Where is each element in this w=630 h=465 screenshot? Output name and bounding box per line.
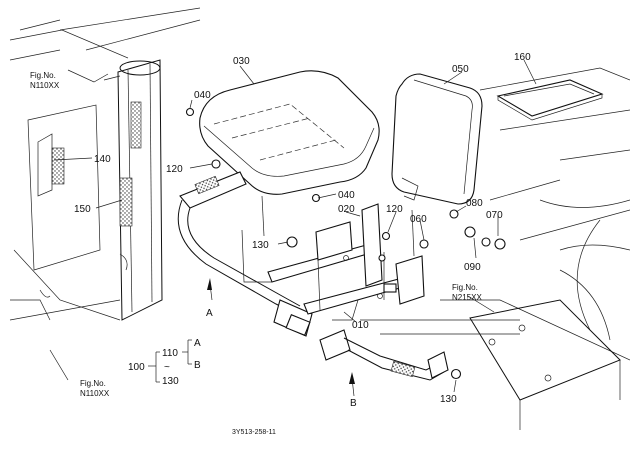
right-structure — [440, 67, 630, 430]
legend-tilde: ~ — [164, 362, 170, 373]
part-140-strip — [51, 147, 65, 185]
label-080: 080 — [466, 198, 483, 209]
part-150-strip-upper — [130, 101, 142, 149]
seatbelt-a — [177, 171, 313, 337]
label-040-mid: 040 — [338, 190, 355, 201]
fig-ref-3-line1: Fig.No. — [80, 379, 106, 388]
seat-cushion-030 — [199, 70, 380, 195]
label-130-bottom: 130 — [440, 394, 457, 405]
fig-ref-2-line1: Fig.No. — [452, 283, 478, 292]
drawing-code: 3Y513-258-11 — [232, 429, 276, 436]
leader-lines — [49, 59, 537, 397]
label-090: 090 — [464, 262, 481, 273]
label-150: 150 — [74, 204, 91, 215]
manual-160 — [496, 79, 604, 121]
legend-letter-b: B — [194, 360, 201, 371]
part-150-strip-lower — [119, 177, 133, 227]
fig-ref-3-line2: N110XX — [80, 389, 110, 398]
label-070: 070 — [486, 210, 503, 221]
part-140-bracket — [37, 133, 53, 197]
label-020: 020 — [338, 204, 355, 215]
fasteners — [185, 107, 506, 380]
label-010: 010 — [352, 320, 369, 331]
fig-ref-1-line2: N110XX — [30, 81, 60, 90]
legend-main: 100 — [128, 362, 145, 373]
label-120-right: 120 — [386, 204, 403, 215]
fig-ref-2-line2: N215XX — [452, 293, 482, 302]
legend-top: 110 — [162, 348, 178, 359]
label-140: 140 — [94, 154, 111, 165]
range-legend: 100 110 ~ 130 A B — [128, 338, 201, 387]
callout-a: A — [206, 308, 213, 319]
label-120-left: 120 — [166, 164, 183, 175]
legend-letter-a: A — [194, 338, 201, 349]
label-030: 030 — [233, 56, 250, 67]
label-060: 060 — [410, 214, 427, 225]
fig-ref-1-line1: Fig.No. — [30, 71, 56, 80]
label-130-mid: 130 — [252, 240, 269, 251]
legend-bottom: 130 — [162, 376, 179, 387]
cab-frame — [9, 7, 201, 321]
seatbelt-b — [319, 329, 449, 381]
backrest-050 — [391, 73, 483, 205]
label-050: 050 — [452, 64, 469, 75]
callout-b: B — [350, 398, 357, 409]
label-160: 160 — [514, 52, 531, 63]
label-040-top: 040 — [194, 90, 211, 101]
seat-frame-010 — [241, 195, 520, 335]
